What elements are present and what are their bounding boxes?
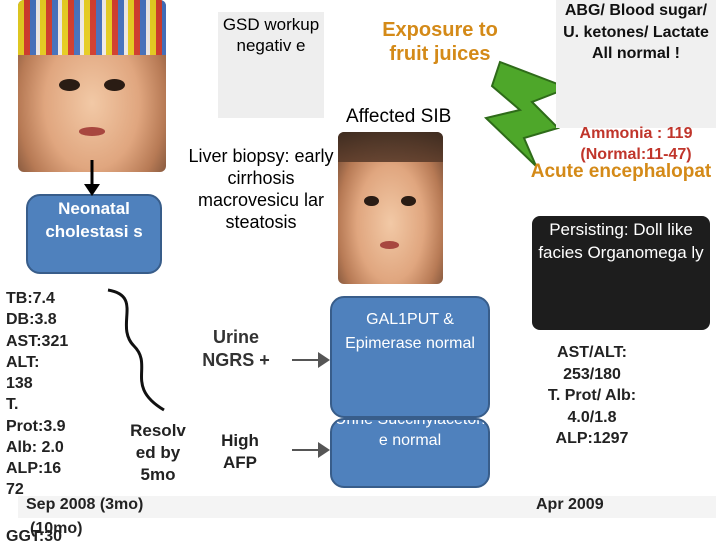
date-right-text: Apr 2009	[536, 496, 604, 513]
urine-succ-text: Urine Succinylaceton e normal	[334, 418, 486, 449]
persisting-text: Persisting: Doll like facies Organomega …	[538, 220, 704, 263]
gsd-workup-text: GSD workup negativ e	[222, 15, 320, 56]
resolved-label: Resolv ed by 5mo	[130, 421, 186, 485]
lab-line: AST:321	[6, 332, 69, 350]
affected-sib-label: Affected SIB	[346, 106, 452, 127]
abg-box: ABG/ Blood sugar/ U. ketones/ Lactate Al…	[556, 0, 716, 128]
lab-line: Prot:3.9	[6, 417, 66, 435]
labs-left-list: TB:7.4 DB:3.8 AST:321 ALT: 138 T. Prot:3…	[6, 288, 110, 501]
exposure-text: Exposure to fruit juices	[376, 18, 504, 67]
ammonia-text: Ammonia : 119 (Normal:11-47)	[556, 124, 716, 166]
lab-line: ALP:1297	[555, 430, 629, 448]
date-left-text: Sep 2008 (3mo)	[26, 496, 144, 513]
neonatal-cholestasis-box: Neonatal cholestasi s	[26, 194, 162, 274]
abg-text: ABG/ Blood sugar/ U. ketones/ Lactate Al…	[563, 2, 709, 63]
lab-line: Alb: 2.0	[6, 438, 64, 456]
lab-line: AST/ALT:	[557, 344, 627, 361]
lab-line: T. Prot/ Alb:	[547, 387, 637, 405]
ggt-text: GGT:30	[6, 528, 62, 546]
down-arrow-icon	[84, 160, 100, 196]
labs-right-list: AST/ALT: 253/180 T. Prot/ Alb: 4.0/1.8 A…	[528, 342, 656, 450]
ggt-label: GGT:30	[6, 528, 63, 545]
lab-line: 253/180	[563, 365, 621, 383]
sibling-photo	[338, 132, 443, 284]
gsd-workup-box: GSD workup negativ e	[218, 12, 324, 118]
lab-line: 138	[6, 375, 33, 393]
lab-line: 72	[6, 481, 24, 499]
persisting-box: Persisting: Doll like facies Organomega …	[532, 216, 710, 330]
right-arrow-icon	[292, 352, 330, 368]
gal1put-text: GAL1PUT & Epimerase normal	[345, 311, 475, 352]
resolved-text: Resolv ed by 5mo	[118, 420, 198, 486]
date-left: Sep 2008 (3mo)	[26, 496, 143, 514]
timeline-bar	[18, 496, 716, 518]
age-left-text: (10mo)	[30, 520, 82, 538]
neonatal-text: Neonatal cholestasi s	[45, 199, 143, 241]
lab-line: TB:7.4	[6, 290, 55, 307]
right-arrow-icon	[292, 442, 330, 458]
urine-ngrs-label: Urine NGRS +	[202, 327, 270, 371]
brace-shape	[107, 288, 165, 412]
high-afp-text: High AFP	[208, 430, 272, 474]
age-left-label: (10mo)	[30, 520, 83, 537]
lab-line: T.	[6, 396, 19, 414]
lab-line: ALT:	[6, 353, 40, 371]
lab-line: DB:3.8	[6, 311, 57, 329]
lab-line: ALP:16	[6, 460, 62, 478]
lightning-icon	[483, 60, 570, 167]
affected-sib-text: Affected SIB	[346, 106, 458, 129]
acute-encephalopathy-text: Acute encephalopat	[528, 160, 714, 185]
liver-biopsy-label: Liver biopsy: early cirrhosis macrovesic…	[188, 146, 334, 232]
urine-ngrs-text: Urine NGRS +	[196, 326, 276, 373]
exposure-label: Exposure to fruit juices	[382, 19, 498, 66]
acute-label: Acute encephalopat	[530, 161, 712, 182]
urine-succinylacetone-box: Urine Succinylaceton e normal	[330, 418, 490, 488]
gal1put-box: GAL1PUT & Epimerase normal	[330, 296, 490, 418]
liver-biopsy-text: Liver biopsy: early cirrhosis macrovesic…	[186, 146, 336, 234]
lab-line: 4.0/1.8	[567, 408, 617, 426]
infant-photo	[18, 0, 166, 172]
date-right: Apr 2009	[536, 496, 604, 514]
ammonia-label: Ammonia : 119 (Normal:11-47)	[579, 125, 693, 163]
high-afp-label: High AFP	[221, 431, 259, 473]
